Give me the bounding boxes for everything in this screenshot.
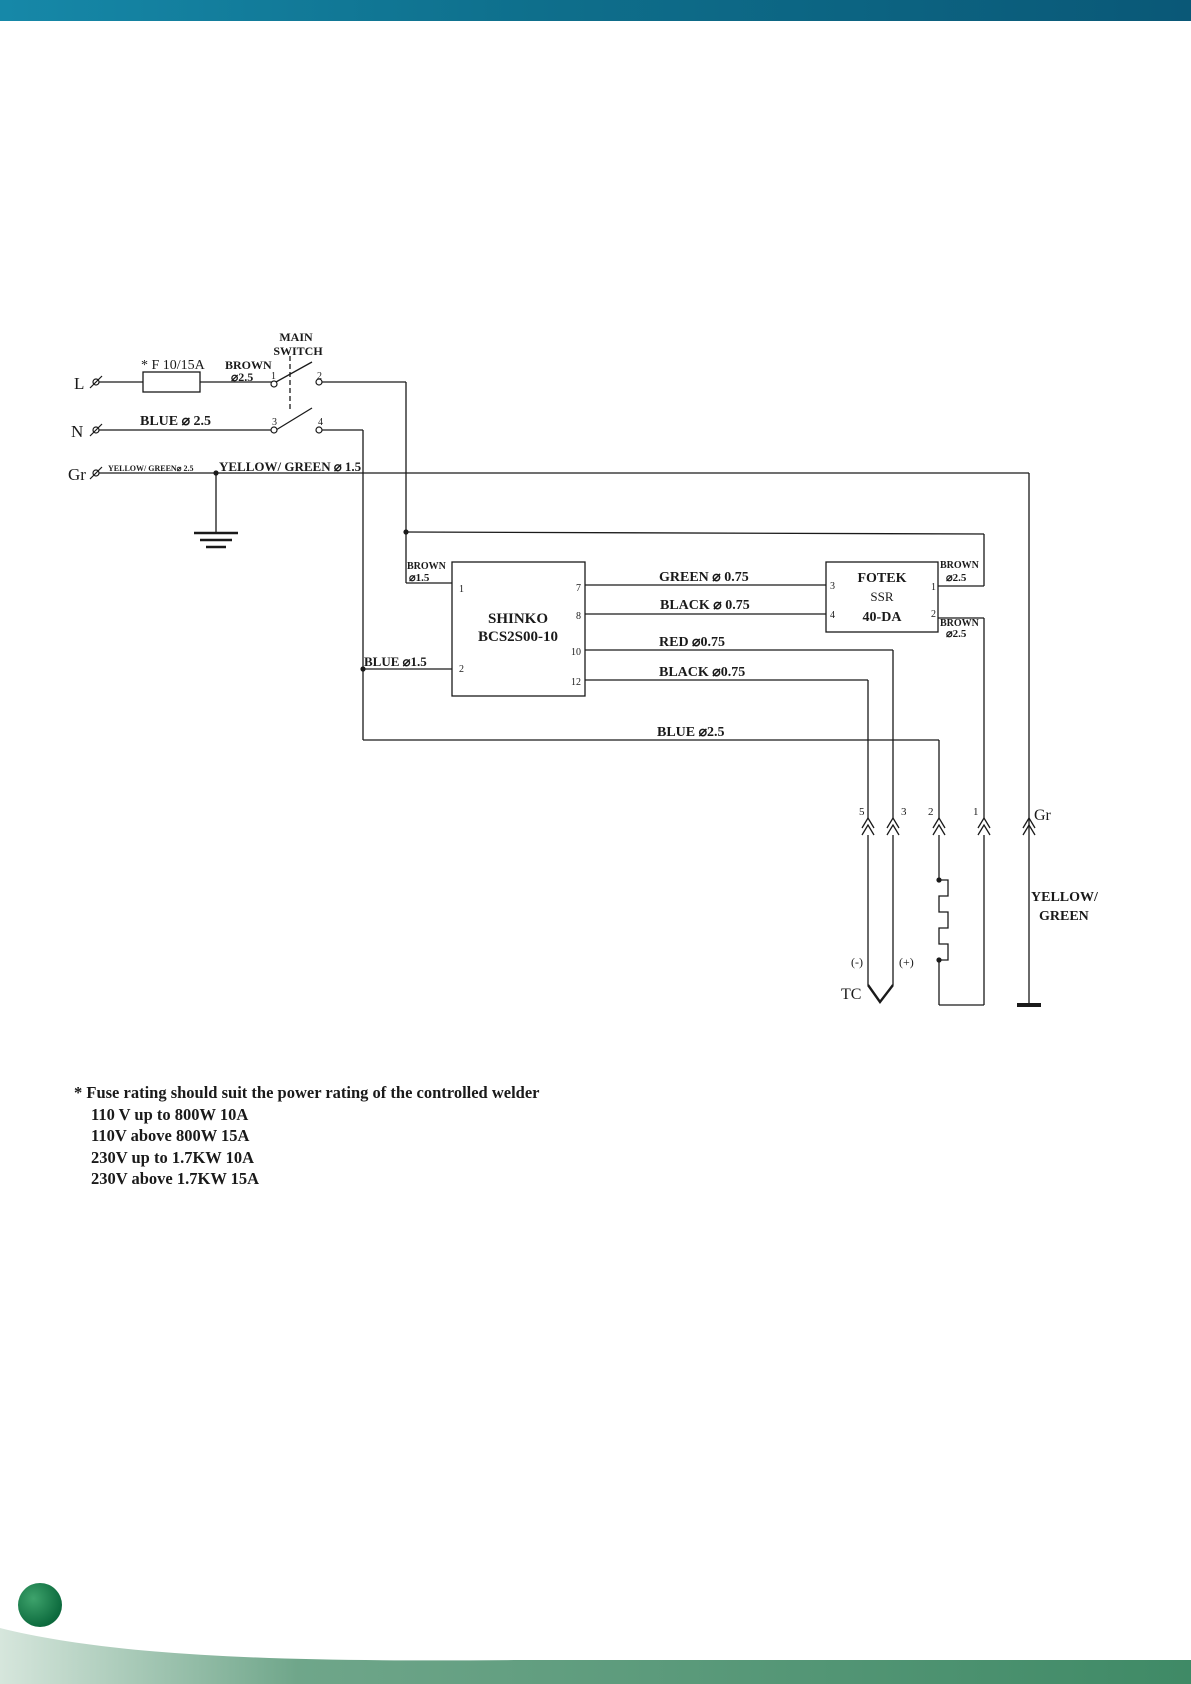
notes-line: 230V up to 1.7KW 10A — [91, 1147, 255, 1167]
wire-label-blue-bottom: BLUE ⌀2.5 — [657, 725, 725, 740]
tc-minus-label: (-) — [851, 955, 863, 969]
junction-dot-neutral — [360, 666, 366, 672]
notes-line: 110V above 800W 15A — [91, 1126, 250, 1145]
notes-line: 110 V up to 800W 10A — [91, 1104, 249, 1124]
notes-line: 230V above 1.7KW 15A — [91, 1169, 260, 1188]
shinko-label-1: SHINKO — [488, 611, 548, 627]
wire-label-brown-shinko-color: BROWN — [407, 561, 447, 572]
switch-pole-label-1: 1 — [271, 371, 276, 382]
wire-live-bus — [405, 531, 985, 535]
heater-element — [938, 879, 949, 961]
main-switch-label-1: MAIN — [279, 330, 313, 344]
main-switch-label-2: SWITCH — [273, 344, 323, 358]
ssr-pin-2: 2 — [931, 609, 936, 620]
ground-wire-label-1: YELLOW/ — [1031, 890, 1099, 905]
shinko-label-2: BCS2S00-10 — [478, 629, 558, 645]
switch-pole-label-4: 4 — [318, 417, 323, 428]
switch-pole-label-2: 2 — [317, 371, 322, 382]
header-bar — [0, 0, 1191, 21]
switch-pole-1 — [270, 380, 278, 388]
switch-pole-3 — [270, 426, 278, 434]
footer-page-dot — [18, 1583, 62, 1627]
junction-dot-live — [403, 529, 409, 535]
wire-label-brown-live-color: BROWN — [225, 358, 272, 372]
connector-ground-label: Gr — [1034, 807, 1052, 824]
shinko-pin-2: 2 — [459, 664, 464, 675]
footer-wave — [0, 1628, 1191, 1684]
wire-label-red: RED ⌀0.75 — [659, 635, 725, 650]
switch-blade-1 — [275, 361, 313, 383]
wire-label-brown-live-size: ⌀2.5 — [231, 370, 253, 384]
wire-label-brown-ssr1-size: ⌀2.5 — [946, 572, 967, 584]
ssr-pin-4: 4 — [830, 610, 835, 621]
ssr-label-1: FOTEK — [857, 571, 906, 586]
ssr-pin-1: 1 — [931, 582, 936, 593]
switch-blade-2 — [275, 407, 313, 431]
connector-pin-5: 5 — [859, 806, 865, 818]
wire-label-black-b: BLACK ⌀0.75 — [659, 665, 745, 680]
wire-label-yg-short: YELLOW/ GREEN⌀ 2.5 — [108, 464, 194, 473]
terminal-label-gr: Gr — [68, 465, 86, 484]
shinko-pin-12: 12 — [571, 677, 581, 688]
tc-label: TC — [841, 986, 861, 1003]
tc-plus-label: (+) — [899, 955, 914, 969]
fuse-label: * F 10/15A — [141, 358, 206, 373]
shinko-pin-7: 7 — [576, 583, 581, 594]
wire-label-blue-shinko: BLUE ⌀1.5 — [364, 654, 427, 669]
wire-label-brown-ssr2-size: ⌀2.5 — [946, 628, 967, 640]
junction-dot-earth — [213, 470, 219, 476]
fuse-symbol — [142, 371, 201, 393]
tc-junction — [867, 984, 894, 1005]
wire-label-blue-neutral: BLUE ⌀ 2.5 — [140, 414, 211, 429]
ssr-label-2: SSR — [870, 589, 893, 604]
switch-pole-4 — [315, 426, 323, 434]
wire-label-black-a: BLACK ⌀ 0.75 — [660, 598, 750, 613]
notes-heading: * Fuse rating should suit the power rati… — [74, 1083, 540, 1102]
shinko-pin-10: 10 — [571, 647, 581, 658]
fuse-notes: * Fuse rating should suit the power rati… — [74, 1082, 774, 1190]
terminal-label-n: N — [71, 422, 83, 441]
ssr-box — [825, 561, 939, 633]
ssr-pin-3: 3 — [830, 581, 835, 592]
connector-pin-2: 2 — [928, 806, 934, 818]
switch-pole-2 — [315, 378, 323, 386]
wire-label-yg-ground: YELLOW/ GREEN ⌀ 1.5 — [219, 459, 362, 474]
connector-pin-3: 3 — [901, 806, 907, 818]
wire-label-brown-ssr1-color: BROWN — [940, 560, 980, 571]
connector-pin-1: 1 — [973, 806, 979, 818]
shinko-pin-8: 8 — [576, 611, 581, 622]
wire-label-brown-shinko-size: ⌀1.5 — [409, 572, 430, 584]
switch-pole-label-3: 3 — [272, 417, 277, 428]
wire-label-brown-ssr2-color: BROWN — [940, 618, 980, 629]
wire-label-green: GREEN ⌀ 0.75 — [659, 570, 749, 585]
shinko-pin-1: 1 — [459, 584, 464, 595]
shinko-controller-box — [451, 561, 586, 697]
ssr-label-3: 40-DA — [863, 610, 903, 625]
terminal-label-l: L — [74, 374, 84, 393]
ground-wire-label-2: GREEN — [1039, 909, 1089, 924]
